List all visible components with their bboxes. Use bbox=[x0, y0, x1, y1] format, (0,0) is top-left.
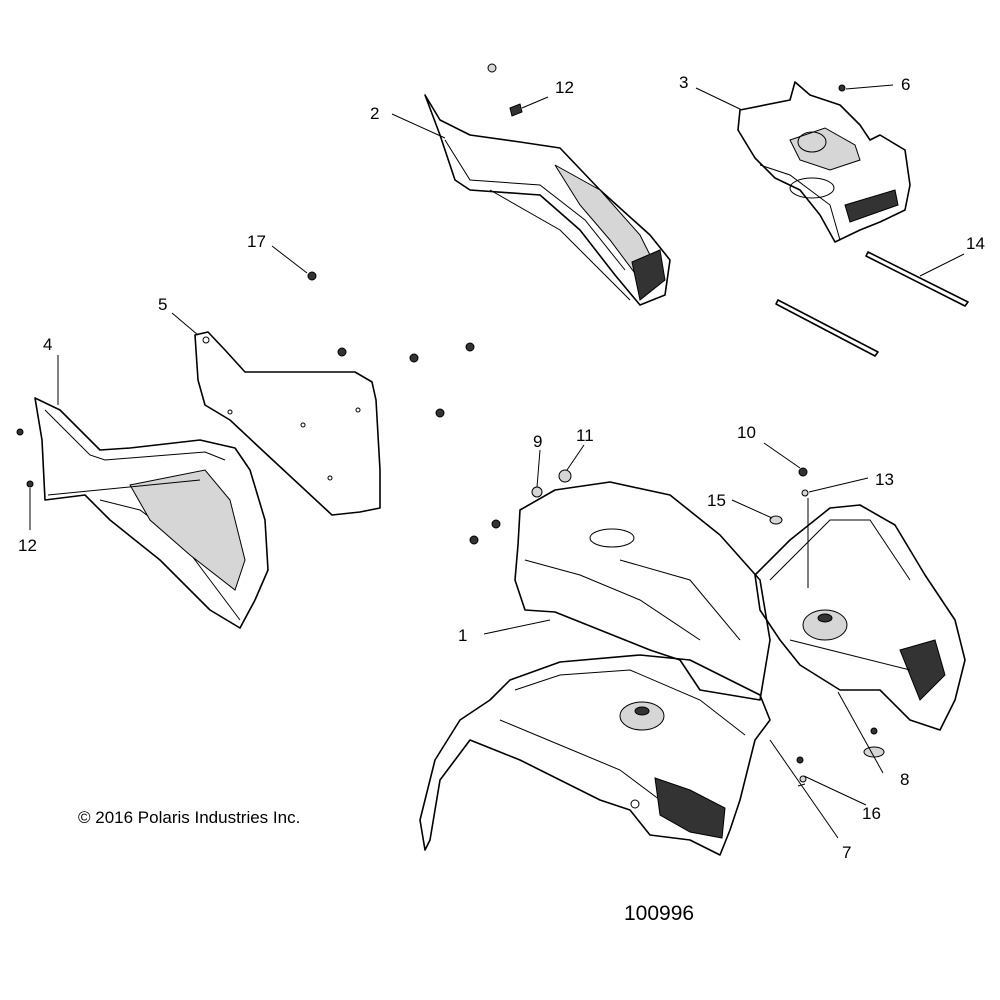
callout-12-left: 12 bbox=[18, 536, 37, 555]
callout-17: 17 bbox=[247, 232, 266, 251]
callout-labels: 1 2 3 4 5 6 7 8 9 10 11 12 12 13 14 15 1… bbox=[18, 73, 985, 862]
callout-13: 13 bbox=[875, 470, 894, 489]
callout-12-top: 12 bbox=[555, 78, 574, 97]
callout-6: 6 bbox=[901, 75, 910, 94]
callout-5: 5 bbox=[158, 295, 167, 314]
part-1-front-fender-body bbox=[419, 481, 771, 856]
figure-number: 100996 bbox=[624, 902, 694, 925]
part-3-console-housing bbox=[737, 81, 911, 243]
callout-4: 4 bbox=[43, 335, 52, 354]
part-2-front-cover bbox=[424, 94, 671, 306]
part-14-rods bbox=[775, 251, 969, 357]
callout-11: 11 bbox=[576, 426, 594, 445]
callout-2: 2 bbox=[370, 104, 379, 123]
callout-9: 9 bbox=[533, 432, 542, 451]
hardware-fasteners bbox=[16, 63, 885, 783]
callout-1: 1 bbox=[458, 626, 467, 645]
leader-lines bbox=[29, 84, 965, 839]
copyright-text: © 2016 Polaris Industries Inc. bbox=[78, 808, 300, 827]
part-4-left-side-panel bbox=[34, 397, 269, 629]
part-5-gasket-sheet bbox=[194, 331, 381, 516]
callout-10: 10 bbox=[737, 423, 756, 442]
callout-7: 7 bbox=[842, 843, 851, 862]
callout-8: 8 bbox=[900, 770, 909, 789]
callout-3: 3 bbox=[679, 73, 688, 92]
callout-14: 14 bbox=[966, 234, 985, 253]
callout-16: 16 bbox=[862, 804, 881, 823]
callout-15: 15 bbox=[707, 491, 726, 510]
right-storage-box bbox=[754, 504, 966, 731]
